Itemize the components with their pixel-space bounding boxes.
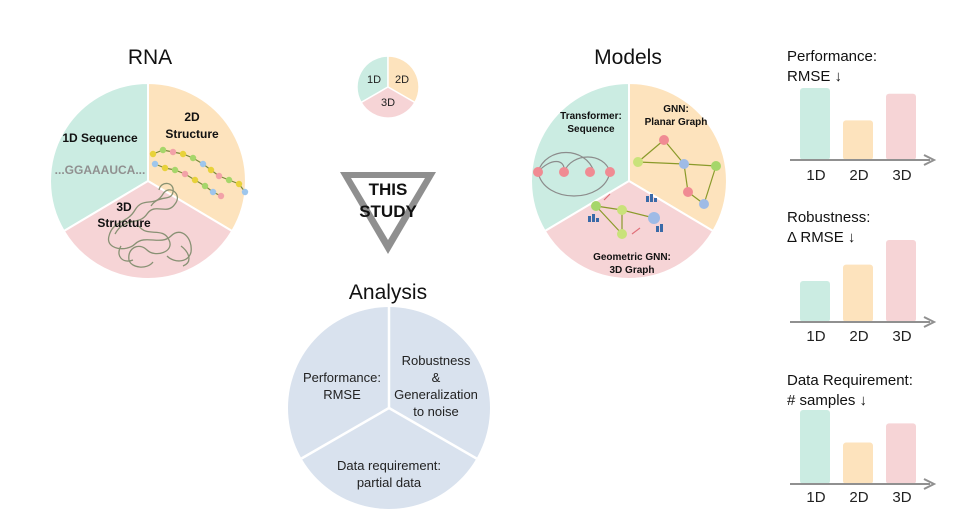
analysis-title: Analysis xyxy=(348,281,428,304)
chart-3-axis-arrow-icon xyxy=(923,478,937,490)
rna-pie xyxy=(49,81,249,280)
planar-graph-glyph xyxy=(633,135,721,209)
chart-2-title: Robustness: xyxy=(787,209,871,226)
chart-3-bar-3d xyxy=(886,423,916,484)
chart-3 xyxy=(790,410,937,490)
3d-graph-glyph xyxy=(588,193,663,239)
chart-2-bar-3d xyxy=(886,240,916,322)
models-geo-line1: Geometric GNN: xyxy=(593,252,671,263)
chart-3-tick-1d: 1D xyxy=(806,489,826,506)
mini-pie xyxy=(357,56,419,118)
models-geo-line2: 3D Graph xyxy=(609,265,655,276)
chart-2 xyxy=(790,240,937,328)
chart-1 xyxy=(790,88,937,166)
rna-3d-structure-glyph xyxy=(107,182,192,268)
chart-2-tick-2d: 2D xyxy=(849,328,869,345)
chart-1-axis-arrow-icon xyxy=(923,154,937,166)
chart-1-bar-3d xyxy=(886,93,916,160)
analysis-performance-line2: RMSE xyxy=(323,387,361,402)
chart-1-title: Performance: xyxy=(787,48,878,65)
rna-3d-label-line1: 3D xyxy=(116,200,132,214)
chart-1-tick-3d: 3D xyxy=(892,167,912,184)
rna-2d-label-line1: 2D xyxy=(184,110,200,124)
models-pie xyxy=(530,81,728,280)
mini-pie-2d: 2D xyxy=(394,74,410,86)
chart-1-tick-1d: 1D xyxy=(806,167,826,184)
chart-2-tick-1d: 1D xyxy=(806,328,826,345)
chart-2-axis-arrow-icon xyxy=(923,316,937,328)
analysis-data-line2: partial data xyxy=(356,475,422,490)
analysis-robustness-line3: Generalization xyxy=(394,387,478,402)
models-gnn-line2: Planar Graph xyxy=(644,117,708,128)
chart-1-tick-2d: 2D xyxy=(849,167,869,184)
chart-2-subtitle: Δ RMSE ↓ xyxy=(787,229,856,246)
chart-2-tick-3d: 3D xyxy=(892,328,912,345)
this-study-line1: THIS xyxy=(368,180,408,199)
this-study-line2: STUDY xyxy=(359,202,417,221)
analysis-robustness-line1: Robustness xyxy=(401,353,471,368)
mini-pie-1d: 1D xyxy=(366,74,382,86)
chart-3-title: Data Requirement: xyxy=(787,372,913,389)
analysis-robustness-line2: & xyxy=(431,370,441,385)
analysis-performance-line1: Performance: xyxy=(302,370,382,385)
chart-1-bar-2d xyxy=(843,120,873,160)
this-study-triangle xyxy=(340,172,436,254)
rna-title: RNA xyxy=(127,46,173,69)
models-gnn-line1: GNN: xyxy=(663,104,689,115)
transformer-glyph xyxy=(533,151,615,197)
chart-3-bar-2d xyxy=(843,442,873,484)
chart-1-subtitle: RMSE ↓ xyxy=(787,68,843,85)
chart-2-bar-2d xyxy=(843,264,873,322)
chart-3-tick-2d: 2D xyxy=(849,489,869,506)
rna-sequence-text: ...GGAAAUCA... xyxy=(54,163,146,177)
mini-pie-3d: 3D xyxy=(380,97,396,109)
chart-3-tick-3d: 3D xyxy=(892,489,912,506)
chart-3-bar-1d xyxy=(800,410,830,484)
models-title: Models xyxy=(594,46,662,69)
analysis-data-line1: Data requirement: xyxy=(336,458,442,473)
analysis-pie xyxy=(288,307,490,509)
rna-sequence-label: 1D Sequence xyxy=(62,131,138,145)
chart-3-subtitle: # samples ↓ xyxy=(787,392,868,409)
chart-2-bar-1d xyxy=(800,281,830,322)
analysis-robustness-line4: to noise xyxy=(413,404,459,419)
models-transformer-line2: Sequence xyxy=(567,124,615,135)
rna-2d-label-line2: Structure xyxy=(165,127,219,141)
models-transformer-line1: Transformer: xyxy=(560,111,622,122)
rna-3d-label-line2: Structure xyxy=(97,216,151,230)
rna-2d-structure-glyph xyxy=(149,146,249,200)
rna-pie-sequence-slice xyxy=(49,81,149,233)
chart-1-bar-1d xyxy=(800,88,830,160)
